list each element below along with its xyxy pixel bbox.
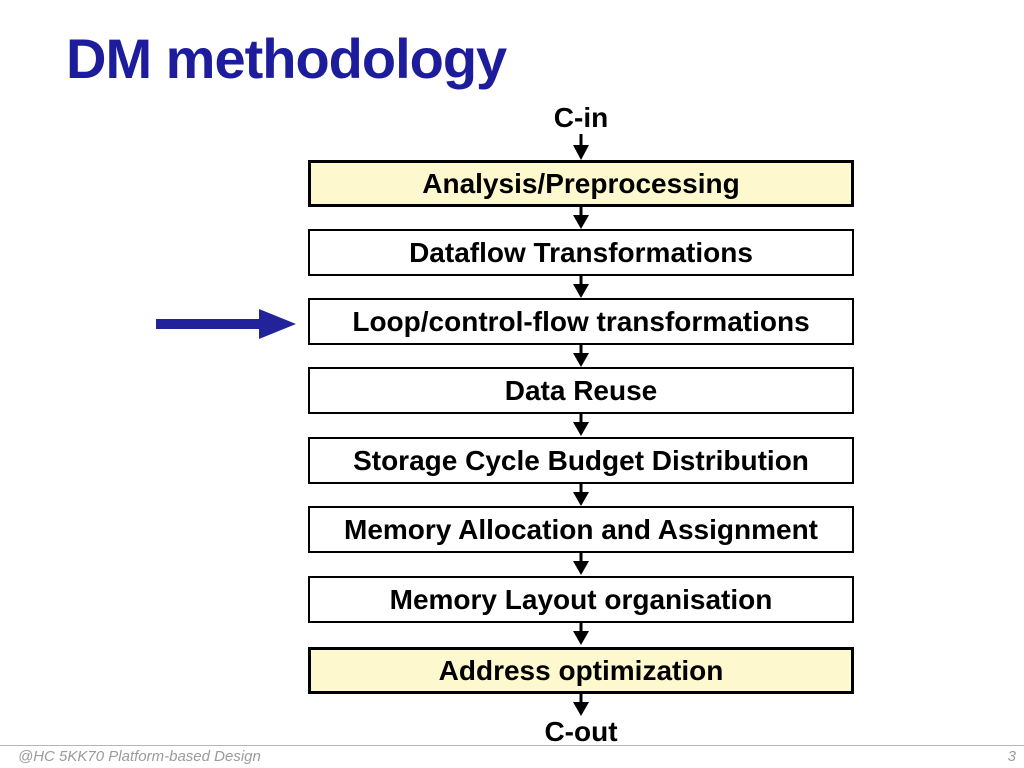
flow-arrow-down-icon (572, 276, 590, 298)
footer-course-label: @HC 5KK70 Platform-based Design (18, 748, 261, 765)
flow-step-label: Analysis/Preprocessing (422, 167, 740, 199)
flow-arrow-down-icon (572, 134, 590, 160)
flow-output-label: C-out (544, 716, 618, 747)
flow-input-label: C-in (553, 102, 609, 133)
page-title: DM methodology (66, 27, 507, 90)
flow-step-address-optimization: Address optimization (308, 647, 854, 694)
footer-divider (0, 745, 1024, 746)
flow-step-memory-layout-organisation: Memory Layout organisation (308, 576, 854, 623)
flow-arrow-down-icon (572, 207, 590, 229)
flow-step-label: Dataflow Transformations (409, 236, 753, 268)
flow-step-label: Memory Allocation and Assignment (344, 513, 818, 545)
flow-step-label: Data Reuse (504, 374, 658, 406)
flow-step-loop-control-flow-transformations: Loop/control-flow transformations (308, 298, 854, 345)
flow-step-data-reuse: Data Reuse (308, 367, 854, 414)
flow-arrow-down-icon (572, 623, 590, 645)
flow-step-memory-allocation-and-assignment: Memory Allocation and Assignment (308, 506, 854, 553)
flow-arrow-down-icon (572, 414, 590, 436)
flow-step-label: Storage Cycle Budget Distribution (353, 444, 809, 476)
footer-page-number: 3 (1007, 748, 1016, 765)
flow-step-label: Loop/control-flow transformations (352, 305, 810, 337)
flow-step-label: Memory Layout organisation (389, 583, 773, 615)
flow-arrow-down-icon (572, 484, 590, 506)
highlight-arrow-icon (156, 308, 296, 340)
flow-step-dataflow-transformations: Dataflow Transformations (308, 229, 854, 276)
flow-arrow-down-icon (572, 553, 590, 575)
flow-arrow-down-icon (572, 345, 590, 367)
flow-step-analysis-preprocessing: Analysis/Preprocessing (308, 160, 854, 207)
flow-arrow-down-icon (572, 694, 590, 716)
flow-step-label: Address optimization (438, 654, 724, 686)
flow-step-storage-cycle-budget-distribution: Storage Cycle Budget Distribution (308, 437, 854, 484)
